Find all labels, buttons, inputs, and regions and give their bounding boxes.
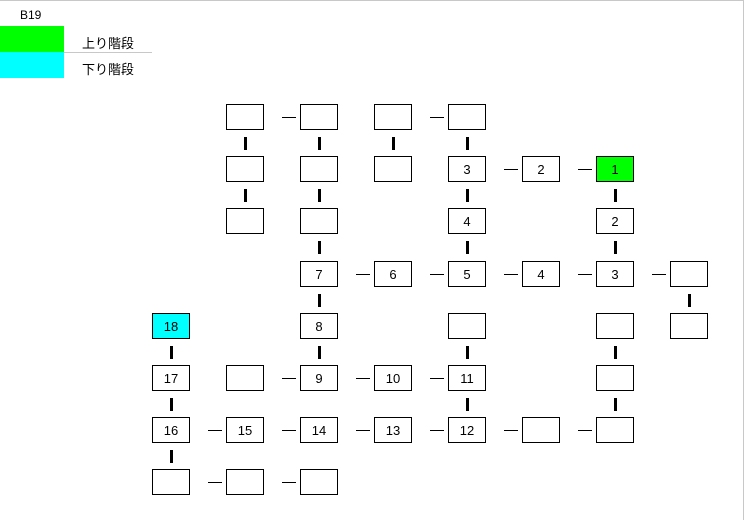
map-room [522,417,560,443]
map-room: 6 [374,261,412,287]
vertical-passage [466,241,469,254]
vertical-passage [318,137,321,150]
map-room [152,469,190,495]
map-room [300,469,338,495]
map-room [226,208,264,234]
horizontal-passage [430,117,444,118]
map-room [374,104,412,130]
map-room [448,313,486,339]
map-room: 2 [522,156,560,182]
map-room [448,104,486,130]
horizontal-passage [208,430,222,431]
down-stairs-legend-label: 下り階段 [82,62,135,77]
vertical-passage [466,137,469,150]
horizontal-passage [430,430,444,431]
horizontal-passage [504,430,518,431]
vertical-passage [170,450,173,463]
vertical-passage [170,398,173,411]
map-room [374,156,412,182]
legend-divider [64,52,152,53]
map-room: 5 [448,261,486,287]
vertical-passage [170,346,173,359]
horizontal-passage [504,169,518,170]
horizontal-passage [652,274,666,275]
horizontal-passage [356,274,370,275]
map-room: 7 [300,261,338,287]
map-room [300,208,338,234]
vertical-passage [614,241,617,254]
down-stairs-room: 18 [152,313,190,339]
horizontal-passage [430,378,444,379]
vertical-passage [244,137,247,150]
map-room [226,365,264,391]
map-room [596,417,634,443]
map-room: 3 [596,261,634,287]
up-stairs-legend-label: 上り階段 [82,36,135,51]
map-room: 12 [448,417,486,443]
vertical-passage [318,241,321,254]
horizontal-passage [282,117,296,118]
horizontal-passage [504,274,518,275]
vertical-passage [318,294,321,307]
map-room: 17 [152,365,190,391]
map-room [596,313,634,339]
map-room [226,156,264,182]
up-stairs-swatch [0,26,64,52]
horizontal-passage [578,430,592,431]
map-room: 4 [522,261,560,287]
map-room: 15 [226,417,264,443]
map-room: 3 [448,156,486,182]
vertical-passage [244,189,247,202]
horizontal-passage [282,482,296,483]
horizontal-passage [282,378,296,379]
map-room: 8 [300,313,338,339]
map-room: 14 [300,417,338,443]
vertical-passage [318,346,321,359]
map-room [300,104,338,130]
map-room [596,365,634,391]
map-room: 2 [596,208,634,234]
vertical-passage [466,398,469,411]
map-room: 16 [152,417,190,443]
vertical-passage [614,189,617,202]
down-stairs-swatch [0,52,64,78]
vertical-passage [614,398,617,411]
map-room: 9 [300,365,338,391]
horizontal-passage [208,482,222,483]
horizontal-passage [578,274,592,275]
map-room [226,469,264,495]
vertical-passage [688,294,691,307]
map-room [670,261,708,287]
map-room: 13 [374,417,412,443]
map-room: 11 [448,365,486,391]
up-stairs-room: 1 [596,156,634,182]
vertical-passage [392,137,395,150]
map-room: 10 [374,365,412,391]
horizontal-passage [282,430,296,431]
map-room [300,156,338,182]
horizontal-passage [356,430,370,431]
map-room: 4 [448,208,486,234]
horizontal-passage [356,378,370,379]
horizontal-passage [578,169,592,170]
horizontal-passage [430,274,444,275]
map-room [226,104,264,130]
map-room [670,313,708,339]
vertical-passage [466,189,469,202]
floor-label: B19 [20,8,42,22]
vertical-passage [614,346,617,359]
vertical-passage [318,189,321,202]
vertical-passage [466,346,469,359]
